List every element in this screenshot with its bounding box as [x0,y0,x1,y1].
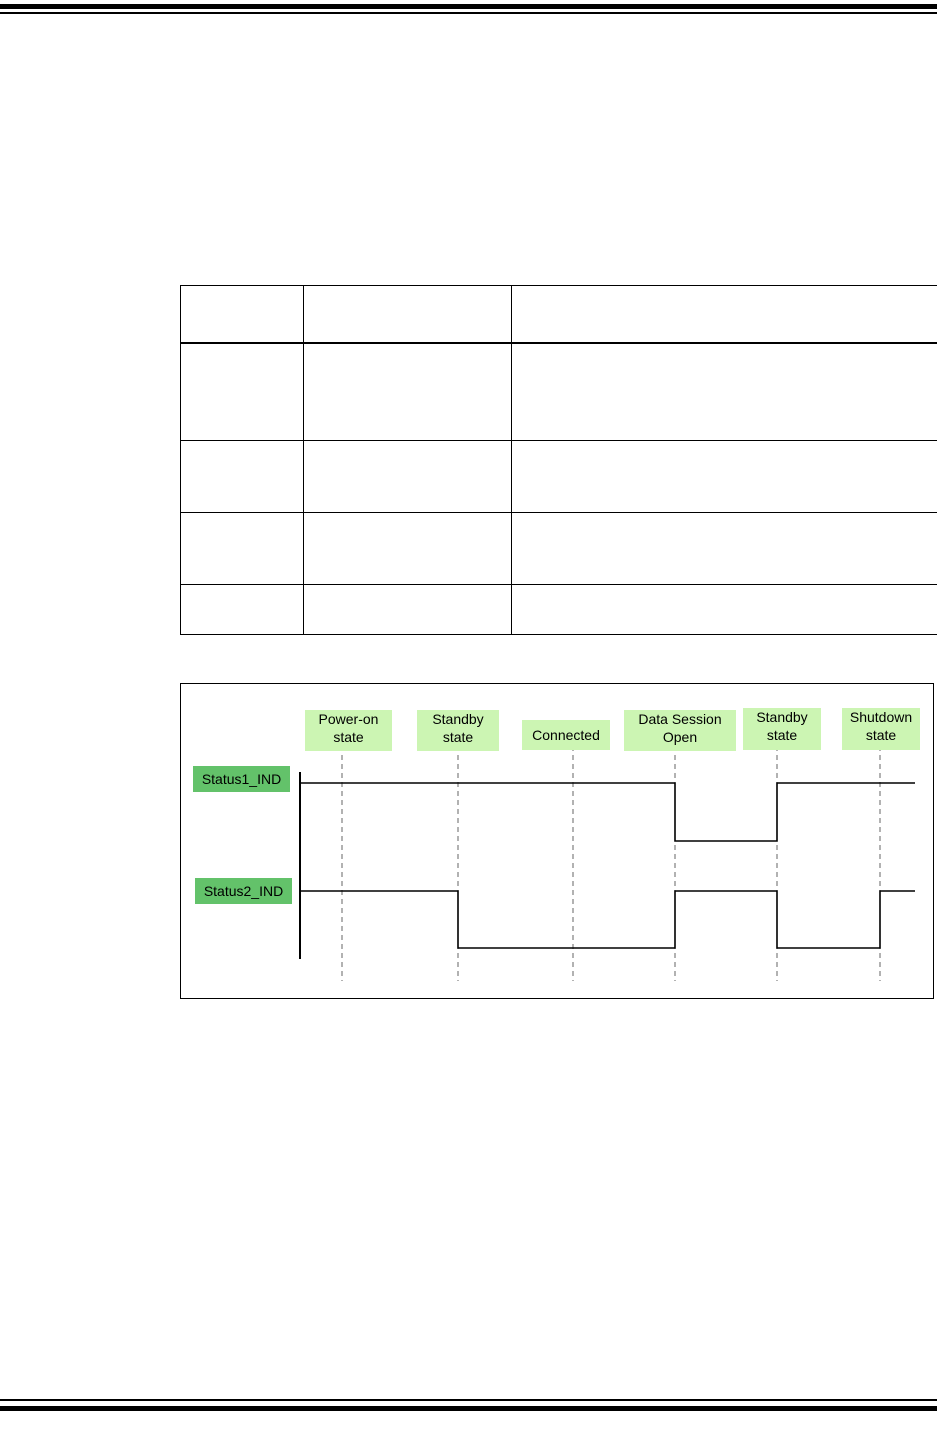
state-label-text: state [866,727,897,743]
table-cell [303,342,512,441]
state-label-text: Power-on [319,711,379,727]
state-label-text: state [333,729,364,745]
table-row [180,342,937,441]
state-label-box [417,710,499,751]
table-cell [303,584,512,635]
table-row [180,440,937,513]
footer-rule-thin [0,1399,937,1401]
table-cell [511,440,937,513]
table-row [180,584,937,635]
timing-diagram-canvas: Power-on state Standby state Connected Data S… [193,708,920,981]
table-cell [180,512,304,585]
table-cell [511,512,937,585]
table-cell [303,512,512,585]
signal-label-text: Status2_IND [204,883,283,899]
signal-label-box [193,766,290,792]
state-label-text: Shutdown [850,709,912,725]
state-label-text: state [767,727,798,743]
table-header-cell [303,285,512,344]
table-cell [303,440,512,513]
header-rule-thick [0,4,937,9]
status-table [180,285,937,635]
table-cell [180,584,304,635]
table-header-cell [511,285,937,344]
footer-rule-thick [0,1406,937,1411]
state-label-box [743,708,821,750]
state-label-text: Connected [532,727,600,743]
table-cell [180,342,304,441]
signal-trace [300,890,915,949]
table-cell [180,440,304,513]
table-row [180,512,937,585]
state-label-box [842,708,920,750]
state-label-text: Data Session [638,711,721,727]
state-label-text: state [443,729,474,745]
state-label-text: Standby [432,711,483,727]
state-label-text: Standby [756,709,807,725]
timing-diagram: Power-on state Standby state Connected Data S… [180,683,934,999]
signal-trace [300,782,915,842]
state-label-box [624,710,736,751]
table-cell [511,342,937,441]
table-header-cell [180,285,304,344]
state-label-box [522,720,610,750]
table-header-row [180,285,937,344]
state-label-text: Open [663,729,697,745]
table-cell [511,584,937,635]
signal-label-box [195,878,292,904]
header-rule-thin [0,12,937,14]
signal-label-text: Status1_IND [202,771,281,787]
state-label-box [305,710,392,751]
